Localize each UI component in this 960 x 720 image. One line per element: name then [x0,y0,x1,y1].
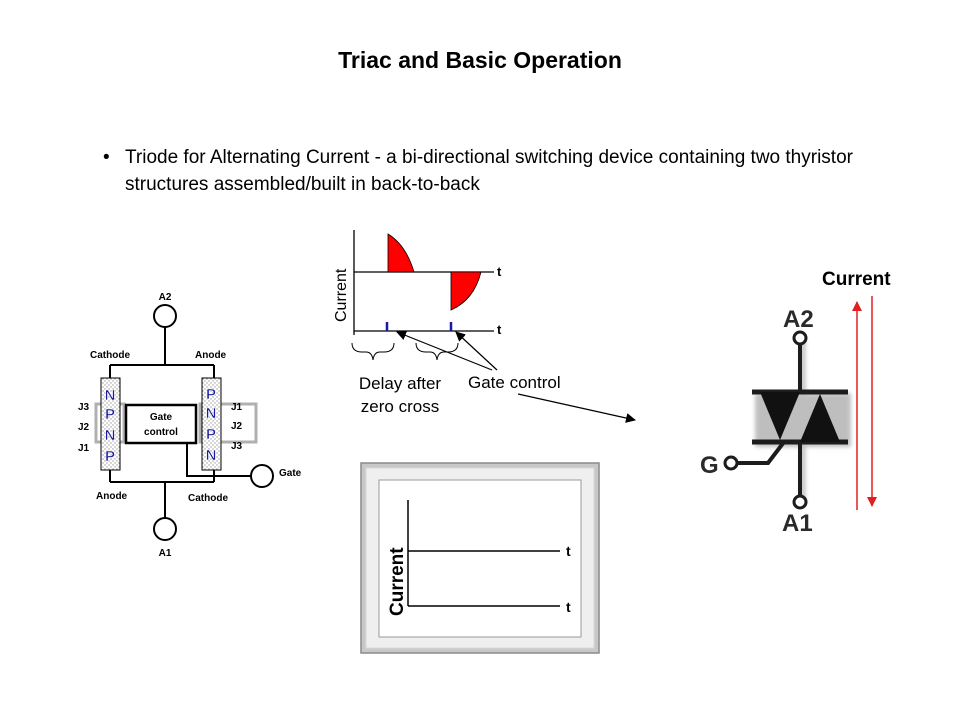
left-layer: N [105,387,116,404]
symbol-a1-label: A1 [782,510,813,537]
delay-label-line1: Delay after [359,374,442,393]
slide-title: Triac and Basic Operation [338,47,622,73]
structure-a2-label: A2 [159,292,172,303]
symbol-a2-label: A2 [783,306,814,333]
bullet-dot: • [103,147,110,168]
triac-symbol: Current A2 G A1 [700,269,891,537]
left-junction-label: J3 [78,402,90,413]
framed-t-lower: t [566,599,571,615]
structure-a1-label: A1 [159,548,172,559]
gate-box-line1: Gate [150,412,173,423]
symbol-current-label: Current [822,269,891,290]
framed-ylabel: Current [387,547,408,616]
right-junction-label: J1 [231,402,243,413]
waveform-t-lower: t [497,322,502,337]
top-left-cathode-label: Cathode [90,350,130,361]
structure-gate-label: Gate [279,468,302,479]
bottom-left-anode-label: Anode [96,491,128,502]
right-layer: N [206,405,217,422]
waveform-t-upper: t [497,264,502,279]
symbol-right-triangle-icon [800,394,840,442]
gate-control-box [124,403,198,445]
waveform-ylabel: Current [333,268,350,322]
framed-plot: t t Current [360,462,600,654]
gate-box-line2: control [144,427,178,438]
symbol-gate-lead [737,440,786,465]
symbol-left-triangle-icon [760,392,800,440]
right-layer: N [206,447,217,464]
top-right-anode-label: Anode [195,350,227,361]
gate-terminal-icon [250,464,274,488]
waveform-diagram: t t Current Delay after zero cross Gate … [333,228,636,423]
right-pnpn-stack [201,377,222,471]
a1-terminal-icon [153,517,177,541]
bullet-text: Triode for Alternating Current - a bi-di… [125,147,853,195]
right-junction-label: J3 [231,441,243,452]
a2-terminal-icon [153,304,177,328]
left-layer: P [105,448,115,465]
left-layer: P [105,406,115,423]
left-junction-label: J2 [78,422,90,433]
gate-control-label: Gate control [468,373,561,392]
right-junction-label: J2 [231,421,243,432]
symbol-a2-terminal-icon [792,330,808,346]
left-layer: N [105,427,116,444]
symbol-gate-label: G [700,452,719,479]
right-layer: P [206,386,216,403]
bottom-right-cathode-label: Cathode [188,493,228,504]
pointer-to-symbol [517,393,636,423]
delay-label-line2: zero cross [361,397,439,416]
symbol-a1-terminal-icon [792,494,808,510]
symbol-gate-terminal-icon [723,455,739,471]
right-layer: P [206,426,216,443]
triac-structure-diagram: A2 Cathode Anode N P N P P N P N J3 J2 J… [78,292,302,559]
negative-conduction-lobe [450,271,482,311]
framed-t-upper: t [566,543,571,559]
bullet-point: • Triode for Alternating Current - a bi-… [103,144,863,198]
left-junction-label: J1 [78,443,90,454]
positive-conduction-lobe [387,233,415,273]
